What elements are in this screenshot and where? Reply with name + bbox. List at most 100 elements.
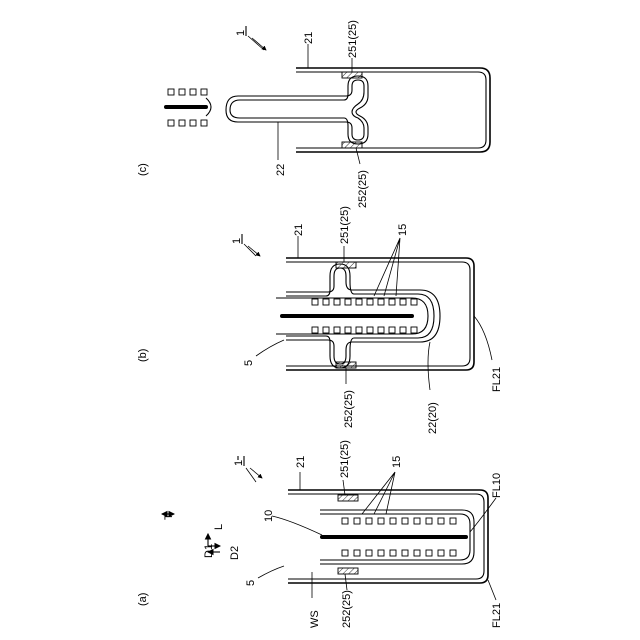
panel-c: [166, 36, 490, 164]
panel-a-tooth: [342, 518, 348, 524]
panel-c-tooth: [168, 120, 174, 126]
panel-b-tooth: [411, 327, 417, 333]
panel-b-label-5: 5: [243, 360, 255, 366]
panel-c-tooth: [190, 120, 196, 126]
panel-b-label-21: 21: [293, 224, 305, 236]
panel-c-label-22: 22: [275, 164, 287, 176]
panel-c-ref1-arrow: [252, 38, 266, 50]
panel-a-leader-10: [272, 516, 322, 535]
panel-a-label-15: 15: [391, 456, 403, 468]
panel-a-tooth: [342, 550, 348, 556]
panel-a-leader-15: [362, 472, 395, 514]
panel-a-leader-fl10: [470, 498, 496, 532]
panel-b-tooth: [345, 327, 351, 333]
panel-b-label-fl21: FL21: [491, 367, 503, 392]
panel-a-tooth: [354, 518, 360, 524]
panel-c-label-21: 21: [303, 32, 315, 44]
panel-b-leader-5: [256, 340, 284, 356]
panel-b-tooth: [356, 299, 362, 305]
panel-a-leader-fl21: [488, 580, 496, 600]
panel-b-tooth: [334, 327, 340, 333]
panel-a-tooth: [378, 518, 384, 524]
panel-c-tooth: [190, 89, 196, 95]
panel-a-tooth: [402, 518, 408, 524]
panel-a-tooth: [450, 550, 456, 556]
panel-a-tooth: [366, 550, 372, 556]
panel-a-caption: (a): [137, 593, 149, 606]
panel-a-leader-5: [258, 566, 284, 578]
legend-label-l: L: [213, 524, 225, 530]
panel-a-tooth: [426, 550, 432, 556]
panel-c-label-1: 1: [235, 30, 247, 36]
panel-c-bag-22-inner: [230, 76, 368, 144]
panel-c-tooth: [179, 120, 185, 126]
panel-b-tooth: [400, 327, 406, 333]
panel-c-film-21: [296, 68, 490, 152]
panel-b-label-15: 15: [397, 224, 409, 236]
panel-a-tooth: [414, 518, 420, 524]
panel-b-tooth: [323, 299, 329, 305]
panel-b-tooth: [312, 327, 318, 333]
panel-a-label-21: 21: [295, 456, 307, 468]
panel-a-leader-1: [246, 468, 256, 482]
panel-c-caption: (c): [137, 163, 149, 176]
panel-b-label-22: 22(20): [427, 402, 439, 434]
panel-b-leader-1: [244, 244, 256, 256]
panel-b-seal-251: [336, 262, 356, 268]
panel-b-leader-15: [374, 238, 400, 296]
panel-c-tooth: [201, 89, 207, 95]
panel-a-leader-251: [343, 480, 345, 495]
panel-c-film-21-inner: [296, 72, 486, 148]
panel-a-tooth: [378, 550, 384, 556]
panel-a-tooth: [450, 518, 456, 524]
panel-a-tooth: [414, 550, 420, 556]
panel-a-tooth: [390, 518, 396, 524]
panel-a-label-1: 1: [233, 460, 245, 466]
panel-a-label-251: 251(25): [339, 440, 351, 478]
legend-label-t: T: [163, 513, 175, 520]
panel-b-tooth: [378, 327, 384, 333]
panel-b-tooth: [345, 299, 351, 305]
panel-b-caption: (b): [137, 349, 149, 362]
panel-a-tooth: [402, 550, 408, 556]
panel-a-label-fl10: FL10: [491, 473, 503, 498]
panel-c-bag-22: [226, 80, 364, 140]
panel-b-seal-252: [336, 362, 356, 368]
panel-b: [244, 236, 492, 390]
panel-c-tooth: [201, 120, 207, 126]
panel-a-seal-252: [338, 568, 358, 574]
panel-a-tooth: [366, 518, 372, 524]
panel-c-label-251: 251(25): [347, 20, 359, 58]
panel-b-tooth: [400, 299, 406, 305]
panel-c-seal-252: [342, 142, 362, 148]
panel-b-tooth: [367, 299, 373, 305]
panel-c-label-252: 252(25): [357, 170, 369, 208]
panel-b-label-252: 252(25): [343, 390, 355, 428]
panel-a-tooth: [354, 550, 360, 556]
panel-b-label-1: 1: [231, 238, 243, 244]
panel-b-tooth: [323, 327, 329, 333]
panel-b-tooth: [334, 299, 340, 305]
panel-a-tooth: [438, 518, 444, 524]
panel-b-tooth: [411, 299, 417, 305]
panel-b-label-251: 251(25): [339, 206, 351, 244]
panel-b-tooth: [378, 299, 384, 305]
panel-a-tooth: [390, 550, 396, 556]
panel-a-label-5: 5: [245, 580, 257, 586]
panel-b-tooth: [367, 327, 373, 333]
legend-label-d2: D2: [229, 546, 241, 560]
panel-c-leader-1: [248, 36, 264, 50]
panel-a-label-10: 10: [263, 510, 275, 522]
panel-c-tooth: [168, 89, 174, 95]
legend-label-d1: D1: [203, 544, 215, 558]
panel-c-seal-251: [342, 72, 362, 78]
panel-b-leader-fl21: [474, 316, 492, 360]
panel-a-label-ws: WS: [309, 610, 321, 628]
panel-c-tooth: [179, 89, 185, 95]
panel-a-tooth: [426, 518, 432, 524]
panel-b-tooth: [312, 299, 318, 305]
panel-a-tooth: [438, 550, 444, 556]
panel-a-label-252: 252(25): [341, 590, 353, 628]
